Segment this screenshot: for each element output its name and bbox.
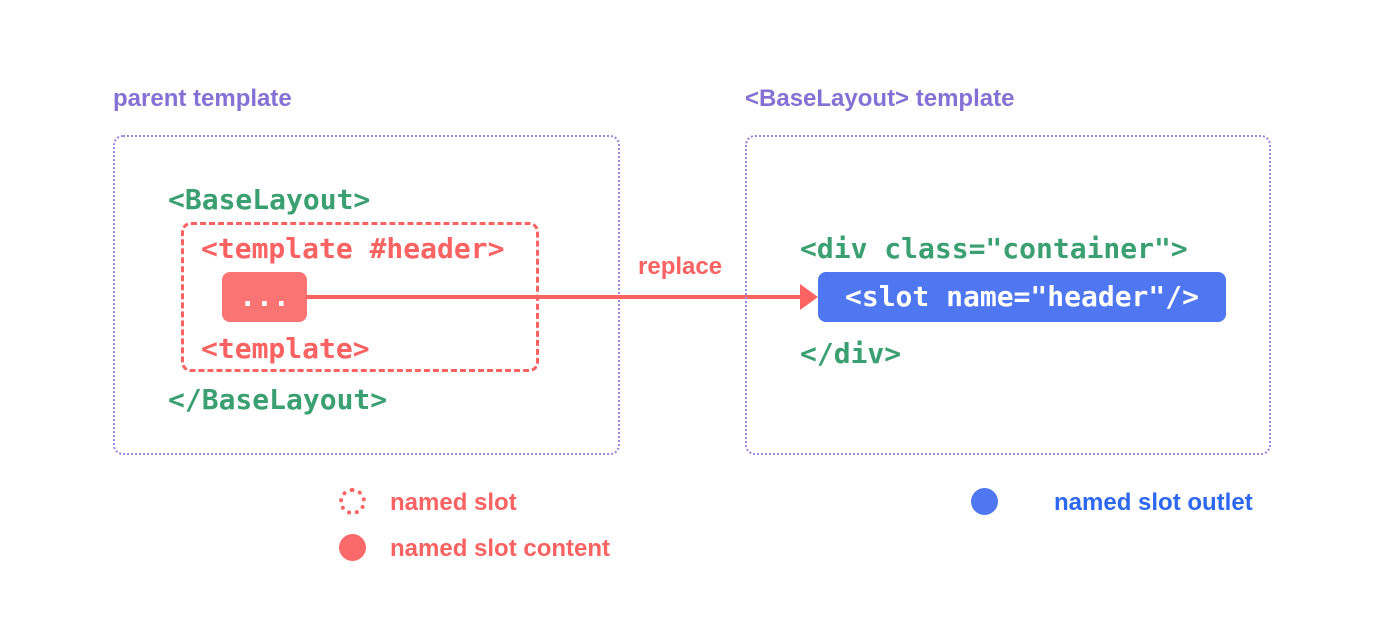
template-header-open-tag: <template #header>	[201, 232, 505, 265]
template-close-tag: <template>	[201, 332, 370, 365]
named-slot-legend-icon	[339, 488, 366, 515]
baselayout-template-box	[745, 135, 1271, 455]
baselayout-close-tag: </BaseLayout>	[168, 383, 388, 416]
named-slot-outlet-legend-icon	[971, 488, 998, 515]
named-slot-outlet-legend-label: named slot outlet	[1054, 489, 1253, 516]
slot-outlet-tag: <slot name="header"/>	[844, 280, 1199, 314]
named-slot-legend-label: named slot	[390, 489, 517, 516]
replace-arrow-line	[306, 295, 804, 299]
named-slot-content-legend-icon	[339, 534, 366, 561]
container-div-open-tag: <div class="container">	[800, 232, 1188, 265]
slot-content-ellipsis: ...	[239, 280, 290, 314]
baselayout-open-tag: <BaseLayout>	[168, 183, 371, 216]
named-slot-outlet-box: <slot name="header"/>	[818, 272, 1226, 322]
container-div-close-tag: </div>	[800, 337, 902, 370]
replace-arrow-head	[800, 284, 818, 310]
parent-template-title: parent template	[113, 85, 292, 112]
named-slot-content-legend-label: named slot content	[390, 535, 611, 562]
replace-label: replace	[638, 253, 723, 280]
named-slot-content-box: ...	[222, 272, 307, 322]
baselayout-template-title: <BaseLayout> template	[745, 85, 1015, 112]
